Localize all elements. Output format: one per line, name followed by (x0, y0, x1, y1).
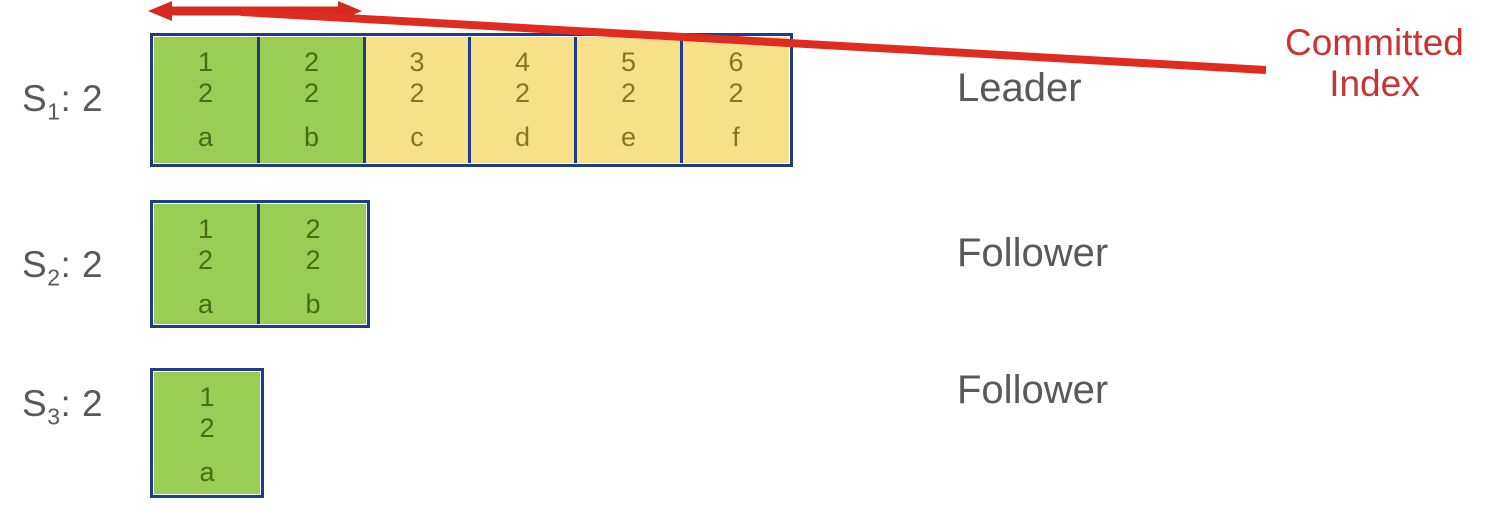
entry-command: b (303, 121, 320, 152)
entry-command: a (199, 456, 215, 487)
entry-index: 2 (303, 47, 320, 77)
server-label-s1-term: : 2 (60, 78, 104, 119)
log-entry-s2-2[interactable]: 2 2 b (260, 204, 366, 324)
server-label-s2-name: S (22, 244, 48, 285)
server-label-s3: S3: 2 (22, 385, 103, 428)
log-entry-s1-5[interactable]: 5 2 e (577, 37, 683, 163)
role-label-s2: Follower (957, 231, 1109, 275)
log-entry-s1-1[interactable]: 1 2 a (154, 37, 260, 163)
entry-index: 1 (197, 214, 214, 244)
log-entry-s3-1[interactable]: 1 2 a (154, 372, 260, 494)
committed-range-double-arrow-icon (148, 1, 362, 21)
entry-term: 2 (303, 78, 320, 109)
log-entry-s1-4[interactable]: 4 2 d (471, 37, 577, 163)
entry-command: f (732, 121, 740, 152)
committed-index-annotation: Committed Index (1285, 22, 1464, 105)
log-entry-s1-2[interactable]: 2 2 b (260, 37, 366, 163)
entry-term: 2 (728, 78, 744, 109)
entry-command: e (620, 121, 637, 152)
entry-term: 2 (197, 78, 214, 109)
entry-index: 3 (409, 47, 425, 77)
entry-term: 2 (199, 413, 215, 444)
entry-term: 2 (305, 245, 321, 276)
entry-command: b (305, 288, 321, 319)
entry-term: 2 (409, 78, 425, 109)
entry-command: a (197, 121, 214, 152)
role-label-s3: Follower (957, 368, 1109, 412)
server-label-s1-subscript: 1 (47, 98, 61, 125)
entry-command: c (410, 121, 424, 152)
entry-index: 4 (514, 47, 531, 77)
log-row-s3: 1 2 a (150, 368, 264, 498)
server-label-s2-term: : 2 (60, 244, 104, 285)
role-label-s1: Leader (957, 66, 1082, 110)
log-entry-s1-3[interactable]: 3 2 c (366, 37, 471, 163)
entry-term: 2 (514, 78, 531, 109)
log-row-s1: 1 2 a 2 2 b 3 2 c 4 2 d 5 2 e 6 2 f (150, 33, 793, 167)
entry-index: 1 (197, 47, 214, 77)
log-entry-s1-6[interactable]: 6 2 f (683, 37, 789, 163)
entry-term: 2 (620, 78, 637, 109)
entry-index: 5 (620, 47, 637, 77)
server-label-s3-name: S (22, 383, 48, 424)
committed-index-line1: Committed (1285, 22, 1464, 63)
server-label-s1-name: S (22, 78, 48, 119)
committed-index-line2: Index (1329, 63, 1420, 105)
entry-index: 6 (728, 47, 744, 77)
entry-term: 2 (197, 245, 214, 276)
server-label-s3-subscript: 3 (47, 403, 61, 430)
entry-index: 2 (305, 214, 321, 244)
entry-index: 1 (199, 382, 215, 412)
entry-command: a (197, 288, 214, 319)
entry-command: d (514, 121, 531, 152)
server-label-s2: S2: 2 (22, 246, 103, 289)
server-label-s1: S1: 2 (22, 80, 103, 123)
server-label-s2-subscript: 2 (47, 264, 61, 291)
log-entry-s2-1[interactable]: 1 2 a (154, 204, 260, 324)
server-label-s3-term: : 2 (60, 383, 104, 424)
log-row-s2: 1 2 a 2 2 b (150, 200, 370, 328)
